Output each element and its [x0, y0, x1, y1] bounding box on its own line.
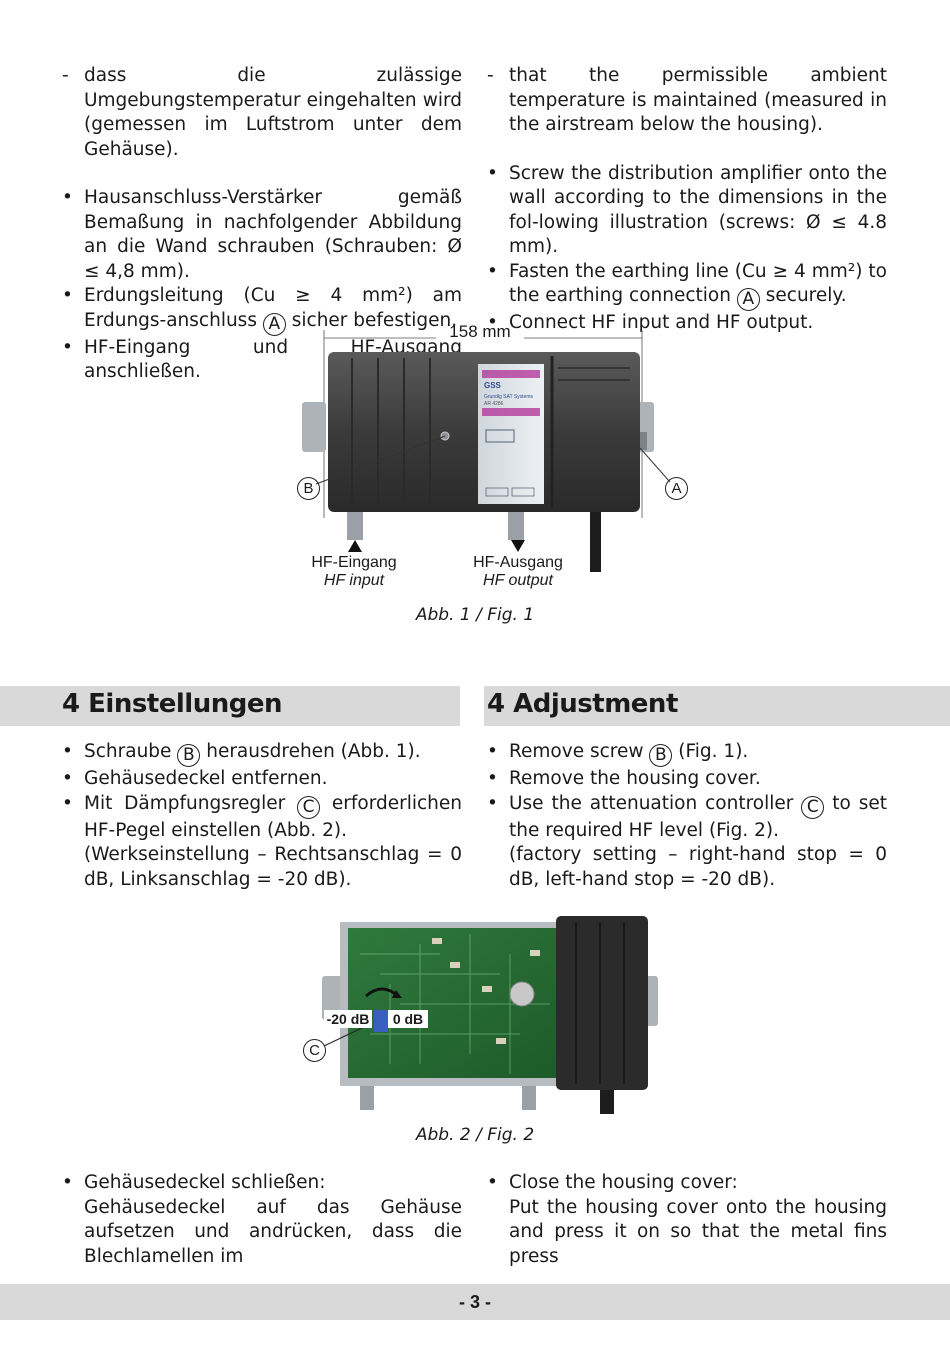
list-item: •Close the housing cover:Put the housing…	[487, 1172, 887, 1267]
list-item: •Gehäusedeckel schließen:Gehäusedeckel a…	[62, 1172, 462, 1267]
bullet-text: Close the housing cover:	[509, 1172, 738, 1193]
bullet-text: sicher befestigen.	[291, 309, 458, 331]
figure-2-caption: Abb. 2 / Fig. 2	[415, 1125, 535, 1145]
bullet-text: Gehäusedeckel schließen:	[84, 1172, 326, 1193]
heading-band-de	[0, 686, 460, 726]
callout-c: C	[303, 1039, 326, 1062]
bullet-text-cont: Put the housing cover onto the housing a…	[509, 1196, 887, 1267]
bullet-text: Fasten the earthing line (Cu ≥ 4 mm²) to…	[509, 260, 887, 307]
callout-c-ref: C	[801, 795, 825, 819]
heading-band-en	[484, 686, 950, 726]
bullet-text: Screw the distribution amplifier onto th…	[509, 162, 887, 258]
figure-1-caption: Abb. 1 / Fig. 1	[415, 605, 535, 625]
plate-model: AR 4286	[484, 401, 504, 407]
list-item: •Mit Dämpfungsregler C erforderlichen HF…	[62, 792, 462, 890]
dash-item-text: that the permissible ambient temperature…	[509, 65, 887, 135]
hf-output-de: HF-Ausgang	[473, 554, 563, 571]
bullet-text: Erdungsleitung (Cu ≥ 4 mm²) am Erdungs-a…	[84, 285, 462, 331]
callout-b: B	[297, 477, 320, 500]
section-heading-de: 4 Einstellungen	[62, 689, 282, 719]
callout-a: A	[665, 477, 688, 500]
bullet-text: Connect HF input and HF output.	[509, 312, 814, 333]
callout-b-ref: B	[177, 744, 201, 767]
bullet-note: (factory setting – right-hand stop = 0 d…	[509, 844, 887, 890]
hf-input-label: HF-Eingang HF input	[294, 554, 414, 590]
callout-c-ref: C	[297, 795, 321, 819]
bottom-text-en: •Close the housing cover:Put the housing…	[485, 1171, 887, 1269]
bullet-text: Remove the housing cover.	[509, 768, 761, 789]
bullet-text: Gehäusedeckel entfernen.	[84, 768, 328, 789]
list-item: •Screw the distribution amplifier onto t…	[487, 162, 887, 258]
bullet-text: Use the attenuation controller	[509, 792, 794, 814]
bullet-text: Remove screw	[509, 741, 644, 762]
hf-input-de: HF-Eingang	[311, 554, 397, 571]
dimension-label: 158 mm	[449, 322, 511, 341]
bullet-text: to set the required HF level (Fig. 2).	[509, 792, 887, 841]
list-item: -that the permissible ambient temperatur…	[487, 65, 887, 135]
callout-a-ref: A	[262, 312, 286, 336]
list-item: •Remove screw B (Fig. 1).	[487, 741, 749, 767]
list-item: •Use the attenuation controller C to set…	[487, 792, 887, 890]
bullet-text: Mit Dämpfungsregler	[84, 792, 286, 814]
bullet-text: Schraube	[84, 741, 172, 762]
bullet-text: securely.	[765, 285, 847, 306]
bullet-text: Hausanschluss-Verstärker gemäß Bemaßung …	[84, 187, 462, 282]
bullet-note: (Werkseinstellung – Rechtsanschlag = 0 d…	[84, 844, 462, 890]
bullet-text: herausdrehen (Abb. 1).	[206, 741, 421, 762]
dash-item-text: dass die zulässige Umgebungstemperatur e…	[84, 65, 462, 160]
section-heading-en: 4 Adjustment	[487, 689, 678, 719]
callout-a-ref: A	[736, 288, 760, 311]
section4-text-de: •Schraube B herausdrehen (Abb. 1). •Gehä…	[60, 740, 462, 892]
bullet-text: erforderlichen HF-Pegel einstellen (Abb.…	[84, 792, 462, 841]
section4-text-en: •Remove screw B (Fig. 1). •Remove the ho…	[485, 740, 887, 892]
hf-output-label: HF-Ausgang HF output	[458, 554, 578, 590]
list-item: •Hausanschluss-Verstärker gemäß Bemaßung…	[62, 187, 462, 282]
bottom-text-de: •Gehäusedeckel schließen:Gehäusedeckel a…	[60, 1171, 462, 1269]
label-0db: 0 dB	[388, 1010, 428, 1028]
list-item: •Erdungsleitung (Cu ≥ 4 mm²) am Erdungs-…	[62, 285, 462, 336]
bullet-text: (Fig. 1).	[678, 741, 749, 762]
page-number: - 3 -	[0, 1284, 950, 1320]
list-item: •Gehäusedeckel entfernen.	[62, 768, 328, 789]
list-item: •Schraube B herausdrehen (Abb. 1).	[62, 741, 421, 767]
top-text-en: -that the permissible ambient temperatur…	[485, 64, 887, 336]
figure-2-circuit-board	[322, 916, 658, 1114]
label-minus-20db: -20 dB	[324, 1010, 372, 1028]
list-item: •Remove the housing cover.	[487, 768, 761, 789]
list-item: •Fasten the earthing line (Cu ≥ 4 mm²) t…	[487, 260, 887, 311]
hf-input-en: HF input	[323, 572, 385, 589]
plate-brand: GSS	[484, 381, 502, 390]
list-item: •Connect HF input and HF output.	[487, 312, 814, 333]
hf-output-en: HF output	[483, 572, 553, 589]
callout-b-ref: B	[649, 744, 673, 767]
figure-1-amplifier: GSS Grundig SAT Systems AR 4286	[302, 330, 670, 572]
bullet-text-cont: Gehäusedeckel auf das Gehäuse aufsetzen …	[84, 1196, 462, 1267]
list-item: -dass die zulässige Umgebungstemperatur …	[62, 65, 462, 160]
plate-name: Grundig SAT Systems	[484, 394, 533, 400]
